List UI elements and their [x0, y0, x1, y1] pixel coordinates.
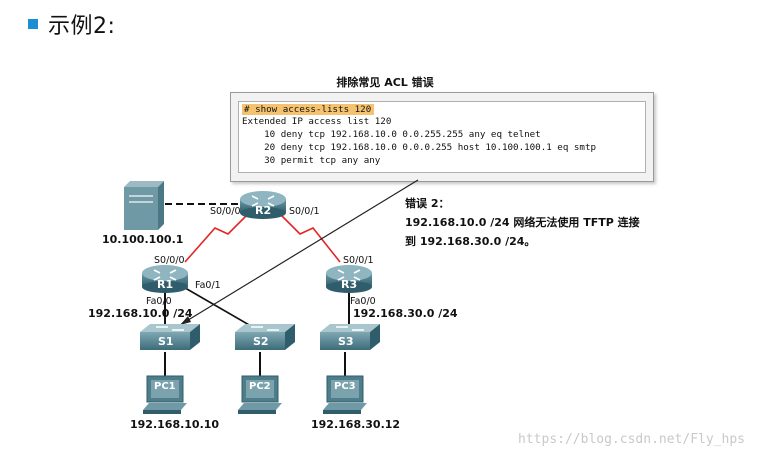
- slide-heading: 示例2:: [28, 6, 115, 42]
- router-r1-label: R1: [157, 278, 174, 291]
- switch-s2-label: S2: [253, 335, 269, 348]
- pc1-label: PC1: [154, 381, 176, 392]
- switch-s1-icon: [140, 324, 200, 350]
- r1-interface-fa00: Fa0/0: [146, 296, 172, 307]
- switch-s3-icon: [320, 324, 380, 350]
- traffic-arrowhead-icon: [180, 316, 191, 325]
- cli-line: 30 permit tcp any any: [242, 155, 381, 166]
- r1-interface-s000: S0/0/0: [154, 255, 185, 266]
- switch-s3-label: S3: [338, 335, 354, 348]
- heading-bullet-icon: [28, 19, 38, 29]
- pc-pc3-icon: [323, 375, 367, 414]
- cli-command-highlight: # show access-lists 120: [242, 104, 375, 115]
- pc1-address: 192.168.10.10: [130, 418, 220, 431]
- network-192-168-30-0: 192.168.30.0 /24: [353, 307, 458, 320]
- switch-s1-label: S1: [158, 335, 174, 348]
- error-line-2: 到 192.168.30.0 /24。: [405, 235, 536, 248]
- router-r1-icon: [142, 265, 188, 293]
- switch-s2-icon: [235, 324, 295, 350]
- pc-pc2-icon: [238, 375, 282, 414]
- error-title: 错误 2：: [405, 197, 450, 210]
- server-address: 10.100.100.1: [102, 233, 184, 246]
- pc3-address: 192.168.30.12: [311, 418, 401, 431]
- error-line-1: 192.168.10.0 /24 网络无法使用 TFTP 连接: [405, 216, 640, 229]
- traffic-arrow: [179, 179, 419, 326]
- network-192-168-10-0: 192.168.10.0 /24: [88, 307, 193, 320]
- serial-link-r2-r3: [281, 215, 341, 263]
- router-r2-label: R2: [255, 204, 272, 217]
- pc3-label: PC3: [334, 381, 356, 392]
- cli-line: 10 deny tcp 192.168.10.0 0.0.255.255 any…: [242, 129, 541, 140]
- watermark: https://blog.csdn.net/Fly_hps: [518, 432, 745, 447]
- r1-s2-link: [179, 284, 259, 331]
- pc2-label: PC2: [249, 381, 271, 392]
- router-r3-label: R3: [341, 278, 358, 291]
- r3-interface-s001: S0/0/1: [343, 255, 374, 266]
- r2-interface-s000: S0/0/0: [210, 206, 241, 217]
- heading-text: 示例2:: [48, 14, 116, 39]
- r1-interface-fa01: Fa0/1: [195, 280, 221, 291]
- cli-output: # show access-lists 120 Extended IP acce…: [238, 101, 646, 173]
- server-icon: [124, 181, 164, 230]
- r2-interface-s001: S0/0/1: [289, 206, 320, 217]
- pc-pc1-icon: [143, 375, 187, 414]
- r3-interface-fa00: Fa0/0: [350, 296, 376, 307]
- router-r2-icon: [240, 191, 286, 219]
- serial-link-r1-r2: [184, 215, 247, 263]
- cli-title: 排除常见 ACL 错误: [336, 76, 434, 89]
- cli-line: # show access-lists 120: [242, 104, 375, 116]
- router-r3-icon: [326, 265, 372, 293]
- cli-line: 20 deny tcp 192.168.10.0 0.0.0.255 host …: [242, 142, 597, 153]
- cli-line: Extended IP access list 120: [242, 116, 392, 127]
